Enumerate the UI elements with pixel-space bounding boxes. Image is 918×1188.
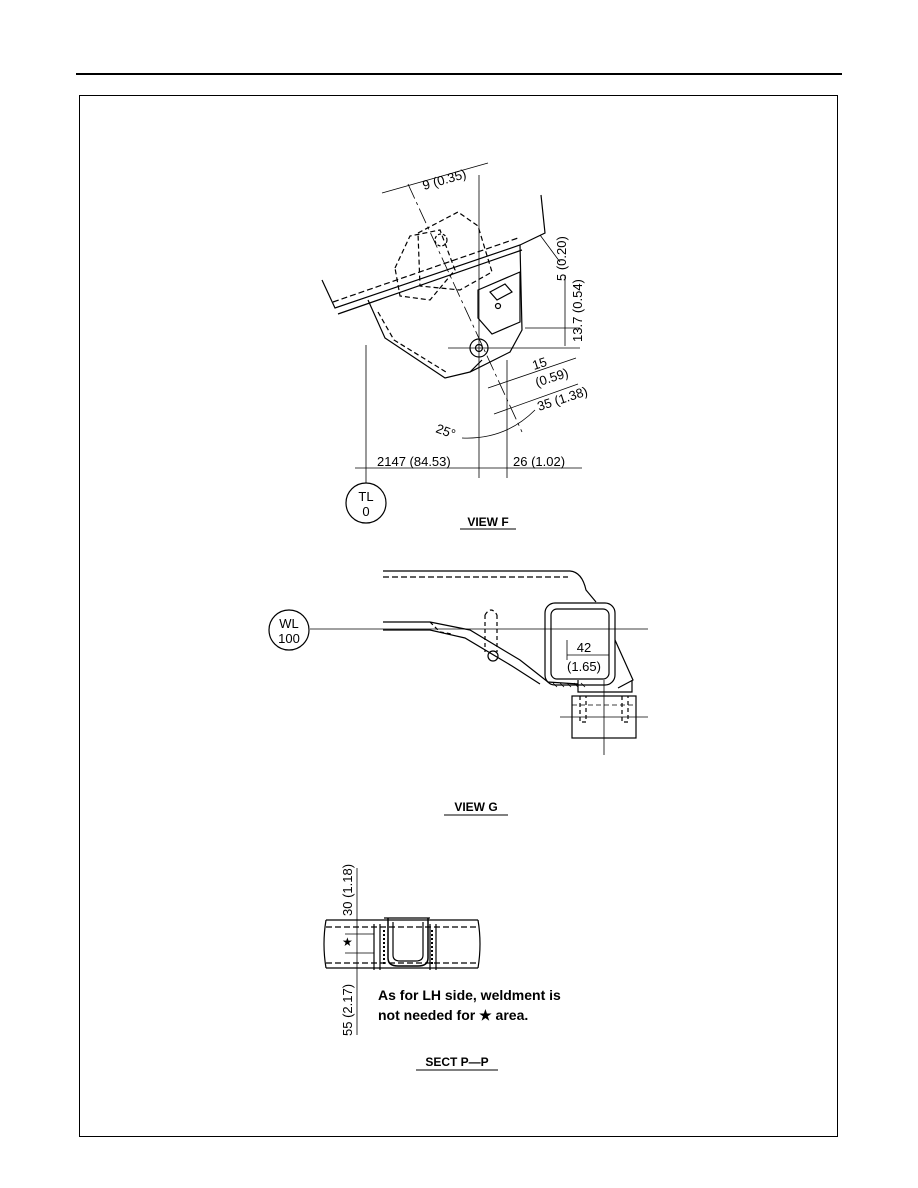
view-g (268, 570, 648, 816)
drawing-frame (79, 95, 838, 1137)
dim-5: 5 (0.20) (554, 236, 569, 281)
dim-30: 30 (1.18) (340, 864, 355, 916)
lower-block-hidden (579, 696, 629, 723)
tl-bubble-line2: 0 (362, 504, 369, 519)
tl-bubble-line1: TL (358, 489, 373, 504)
dim-55: 55 (2.17) (340, 984, 355, 1036)
plate-hole (494, 302, 502, 310)
hidden-pin (484, 615, 498, 652)
floor-member-hidden (429, 621, 453, 635)
bracket-detail (469, 359, 483, 373)
member-break-left (323, 919, 327, 969)
bracket-hidden-edge (377, 311, 447, 373)
plate-slot (489, 283, 513, 301)
dim-42-inch: (1.65) (567, 659, 601, 674)
dim-9: 9 (0.35) (421, 166, 468, 193)
inner-plate (477, 271, 521, 335)
sleeve-left (373, 924, 381, 970)
view-g-labels: 42 (1.65) WL 100 VIEW G (278, 616, 601, 814)
sect-caption: SECT P—P (425, 1055, 488, 1069)
floor-member-lower (383, 629, 541, 685)
view-g-caption: VIEW G (454, 800, 497, 814)
weld-bead (383, 930, 433, 964)
angle-arc (461, 409, 536, 439)
lower-block-top (577, 680, 633, 693)
wl-bubble-line1: WL (279, 616, 299, 631)
header-rule (76, 73, 842, 75)
center-line-inclined (407, 183, 523, 433)
view-f (321, 162, 582, 530)
cup-inner (392, 922, 424, 962)
top-rail-outline (383, 570, 597, 603)
angle-25: 25° (434, 421, 458, 442)
dim-15: 15 (530, 354, 548, 373)
view-f-caption: VIEW F (467, 515, 508, 529)
hidden-mount-2 (394, 229, 456, 301)
dim-line-15 (487, 357, 577, 389)
cup-outer (387, 918, 429, 967)
hidden-mount (417, 211, 493, 291)
note-line-1: As for LH side, weldment is (378, 987, 561, 1003)
sect-p-p-labels: 30 (1.18) 55 (2.17) ★ As for LH side, we… (340, 864, 561, 1069)
rail-hidden-line (332, 237, 519, 303)
dim-line-35 (493, 383, 579, 415)
dim-line-9 (381, 162, 489, 194)
star-marker: ★ (342, 935, 353, 949)
box-bracket (614, 639, 634, 689)
dim-2147: 2147 (84.53) (377, 454, 451, 469)
note-line-2: not needed for ★ area. (378, 1007, 528, 1023)
box-section-outer (544, 602, 616, 686)
dim-42: 42 (577, 640, 591, 655)
member-break-right (477, 919, 481, 969)
hidden-pin-top (484, 609, 498, 616)
dim-26: 26 (1.02) (513, 454, 565, 469)
wl-bubble-line2: 100 (278, 631, 300, 646)
sleeve-right (429, 924, 437, 970)
floor-member-upper (383, 621, 579, 685)
hidden-bolt (434, 233, 448, 247)
rail-lower-edge (337, 249, 523, 315)
pin-end (487, 650, 499, 662)
sect-p-p (323, 868, 498, 1071)
weld-ticks (552, 682, 586, 688)
box-section-inner (550, 608, 610, 680)
dim-line-5 (539, 234, 561, 263)
view-f-labels: 9 (0.35) 5 (0.20) 13.7 (0.54) 15 (0.59) … (358, 166, 589, 529)
wl-bubble (268, 609, 310, 651)
dim-13: 13.7 (0.54) (570, 279, 585, 342)
